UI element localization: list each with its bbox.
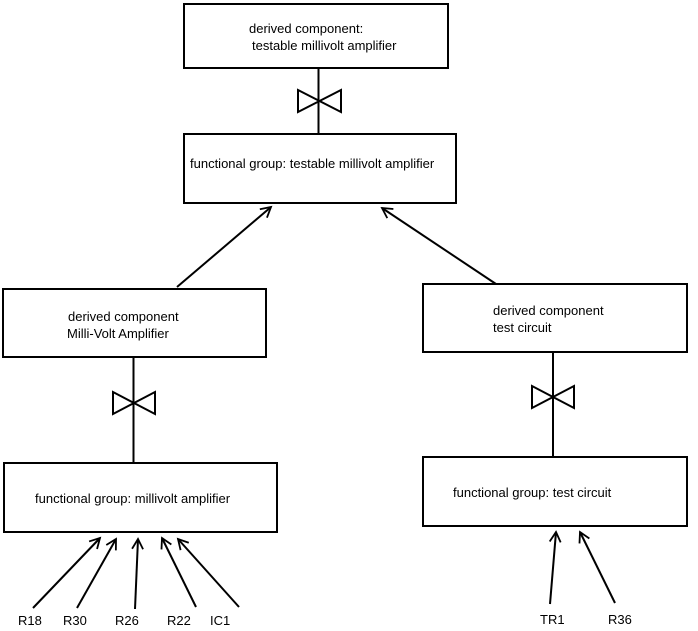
node-derived-component-millivolt-amplifier bbox=[2, 288, 267, 358]
edge-derived-testable-to-functional-testable bbox=[297, 69, 342, 133]
node-derived-component-testable-amplifier bbox=[183, 3, 449, 69]
leaf-label-r18: R18 bbox=[18, 613, 42, 628]
leaf-label-r36: R36 bbox=[608, 612, 632, 627]
arrow-derived-millivolt-to-functional-testable bbox=[176, 205, 273, 288]
node-functional-group-millivolt-amplifier bbox=[3, 462, 278, 533]
bowtie-decomposition-icon bbox=[112, 390, 156, 416]
node-derived-component-test-circuit bbox=[422, 283, 688, 353]
arrow-derived-test-to-functional-testable bbox=[380, 206, 497, 285]
bowtie-decomposition-icon bbox=[297, 88, 342, 114]
leaf-label-tr1: TR1 bbox=[540, 612, 565, 627]
edge-derived-test-to-functional-test bbox=[531, 353, 575, 456]
node-label: testable millivolt amplifier bbox=[252, 38, 397, 53]
arrow-r22 bbox=[160, 536, 197, 608]
arrow-r36 bbox=[578, 530, 616, 604]
node-label: test circuit bbox=[493, 320, 552, 335]
arrow-tr1 bbox=[548, 530, 562, 605]
arrow-ic1 bbox=[176, 537, 240, 608]
arrow-r30 bbox=[76, 537, 117, 609]
node-functional-group-test-circuit bbox=[422, 456, 688, 527]
node-label: derived component: bbox=[249, 21, 364, 36]
node-functional-group-testable-amplifier bbox=[183, 133, 457, 204]
edge-derived-millivolt-to-functional-millivolt bbox=[112, 358, 156, 462]
bowtie-decomposition-icon bbox=[531, 384, 575, 410]
node-label: functional group: millivolt amplifier bbox=[35, 491, 231, 506]
leaf-label-r30: R30 bbox=[63, 613, 87, 628]
node-label: Milli-Volt Amplifier bbox=[67, 326, 169, 341]
node-label: functional group: test circuit bbox=[453, 485, 612, 500]
leaf-label-r22: R22 bbox=[167, 613, 191, 628]
node-label: derived component bbox=[493, 303, 604, 318]
leaf-label-ic1: IC1 bbox=[210, 613, 231, 628]
arrow-r18 bbox=[32, 536, 102, 609]
node-label: functional group: testable millivolt amp… bbox=[190, 156, 435, 171]
leaf-label-r26: R26 bbox=[115, 613, 139, 628]
node-label: derived component bbox=[68, 309, 179, 324]
arrow-r26 bbox=[131, 537, 144, 610]
